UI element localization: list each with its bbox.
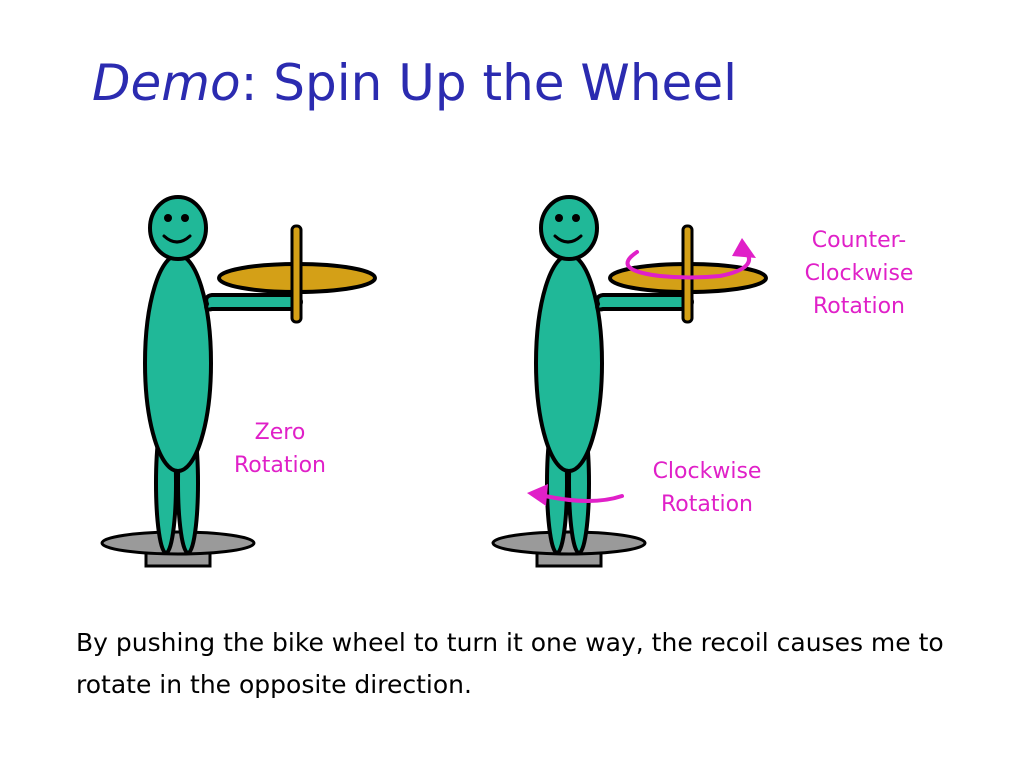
figure-zero-rotation xyxy=(100,195,377,568)
label-zero-rotation: Zero Rotation xyxy=(222,416,338,482)
label-line: Clockwise xyxy=(804,261,914,286)
label-line: Clockwise xyxy=(652,459,762,484)
label-line: Rotation xyxy=(233,453,326,478)
counter-clockwise-arrow xyxy=(625,238,756,280)
title-rest: : Spin Up the Wheel xyxy=(240,54,737,112)
slide-title: Demo: Spin Up the Wheel xyxy=(92,58,737,108)
clockwise-arrow xyxy=(527,484,624,506)
label-line: Rotation xyxy=(660,492,753,517)
label-counter-clockwise: Counter- Clockwise Rotation xyxy=(785,224,933,323)
title-emphasis: Demo xyxy=(92,54,241,112)
label-line: Rotation xyxy=(812,294,905,319)
label-line: Counter- xyxy=(811,228,907,253)
label-clockwise: Clockwise Rotation xyxy=(637,455,777,521)
label-line: Zero xyxy=(254,420,306,445)
caption: By pushing the bike wheel to turn it one… xyxy=(76,628,944,699)
